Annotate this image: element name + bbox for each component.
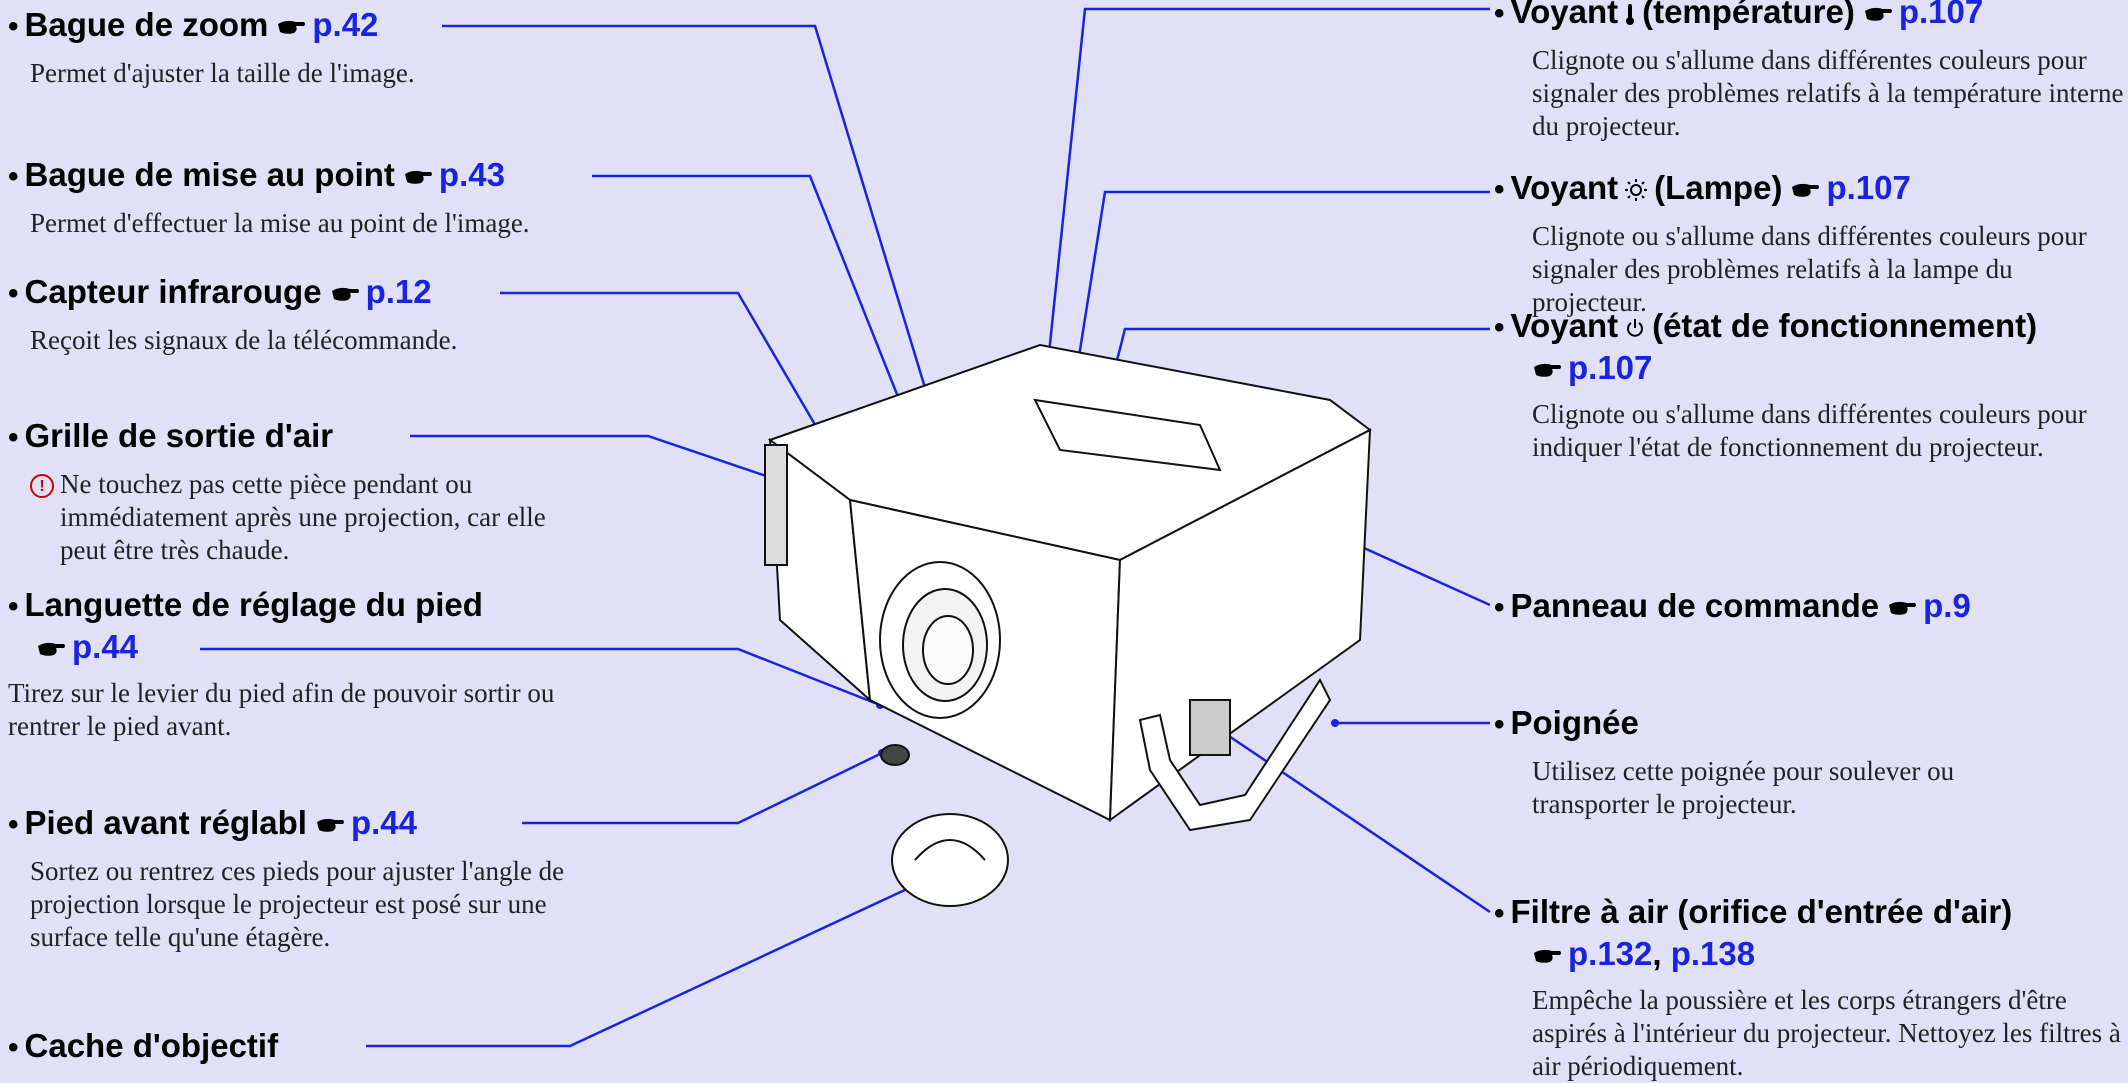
callout-lamp-indicator: •Voyant(Lampe)p.107 Clignote ou s'allume… xyxy=(1494,168,2124,319)
page-reference-link[interactable]: p.107 xyxy=(1898,0,1984,30)
callout-description: Permet d'effectuer la mise au point de l… xyxy=(30,208,530,238)
callout-title: Grille de sortie d'air xyxy=(24,417,334,454)
pointing-hand-icon xyxy=(278,21,306,35)
callout-description: Reçoit les signaux de la télécommande. xyxy=(30,325,458,355)
callout-title: Pied avant réglabl xyxy=(24,804,307,841)
callout-title-suffix: (température) xyxy=(1642,0,1855,30)
callout-air-exhaust-vent: •Grille de sortie d'air ! Ne touchez pas… xyxy=(8,416,590,567)
power-icon xyxy=(1627,319,1644,337)
pointing-hand-icon xyxy=(404,171,432,185)
callout-title: Bague de mise au point xyxy=(24,156,395,193)
callout-description: Sortez ou rentrez ces pieds pour ajuster… xyxy=(30,856,565,952)
callout-title: Filtre à air (orifice d'entrée d'air) xyxy=(1510,893,2013,930)
page-reference-link[interactable]: p.107 xyxy=(1826,169,1911,206)
warning-text: Ne touchez pas cette pièce pendant ou im… xyxy=(60,469,546,565)
pointing-hand-icon xyxy=(1889,602,1917,616)
callout-description: Clignote ou s'allume dans différentes co… xyxy=(1532,399,2087,462)
page-reference-link[interactable]: p.44 xyxy=(72,628,139,665)
callout-description: Clignote ou s'allume dans différentes co… xyxy=(1532,221,2087,317)
pointing-hand-icon xyxy=(1864,8,1892,22)
callout-description: Utilisez cette poignée pour soulever ou … xyxy=(1532,756,1955,819)
pointing-hand-icon xyxy=(1534,364,1561,378)
page-reference-link[interactable]: p.43 xyxy=(438,156,505,193)
callout-description: Tirez sur le levier du pied afin de pouv… xyxy=(8,678,555,741)
callout-description: Clignote ou s'allume dans différentes co… xyxy=(1532,45,2124,141)
page-reference-link[interactable]: p.132 xyxy=(1568,935,1653,972)
page-reference-link[interactable]: p.12 xyxy=(365,273,432,310)
callout-title: Cache d'objectif xyxy=(24,1027,279,1064)
callout-title: Voyant xyxy=(1510,169,1619,206)
page-reference-link[interactable]: p.107 xyxy=(1568,349,1653,386)
page-reference-link[interactable]: p.42 xyxy=(312,6,379,43)
page-reference-link[interactable]: p.138 xyxy=(1670,935,1756,972)
thermometer-icon xyxy=(1626,4,1635,26)
callout-title: Panneau de commande xyxy=(1510,587,1880,624)
lamp-sun-icon xyxy=(1625,179,1648,202)
pointing-hand-icon xyxy=(38,643,65,657)
pointing-hand-icon xyxy=(1534,950,1561,964)
callout-title: Voyant xyxy=(1510,0,1619,30)
callout-lens-cap: •Cache d'objectif xyxy=(8,1027,279,1064)
callout-title: Languette de réglage du pied xyxy=(24,586,483,623)
callout-title: Capteur infrarouge xyxy=(24,273,322,310)
pointing-hand-icon xyxy=(331,288,359,302)
callout-temperature-indicator: •Voyant(température)p.107 Clignote ou s'… xyxy=(1494,0,2124,143)
callout-operation-indicator: •Voyant(état de fonctionnement) p.107 Cl… xyxy=(1494,306,2124,464)
callout-air-filter: •Filtre à air (orifice d'entrée d'air) p… xyxy=(1494,892,2124,1083)
page-reference-link[interactable]: p.9 xyxy=(1923,587,1971,624)
callout-description: Empêche la poussière et les corps étrang… xyxy=(1532,985,2121,1081)
pointing-hand-icon xyxy=(316,819,344,833)
callout-description: Permet d'ajuster la taille de l'image. xyxy=(30,58,415,88)
projector-illustration xyxy=(764,343,1372,907)
reference-separator: , xyxy=(1652,935,1662,972)
pointing-hand-icon xyxy=(1792,184,1820,198)
page-reference-link[interactable]: p.44 xyxy=(350,804,417,841)
callout-title: Voyant xyxy=(1510,307,1619,344)
exclamation-circle-icon: ! xyxy=(30,474,54,498)
callout-title: Poignée xyxy=(1510,704,1639,741)
callout-title: Bague de zoom xyxy=(24,6,269,43)
callout-foot-adjust-lever: •Languette de réglage du pied p.44 Tirez… xyxy=(8,585,648,743)
callout-title-suffix: (état de fonctionnement) xyxy=(1652,307,2038,344)
callout-title-suffix: (Lampe) xyxy=(1654,169,1783,206)
callout-handle: •Poignée Utilisez cette poignée pour sou… xyxy=(1494,703,2124,821)
